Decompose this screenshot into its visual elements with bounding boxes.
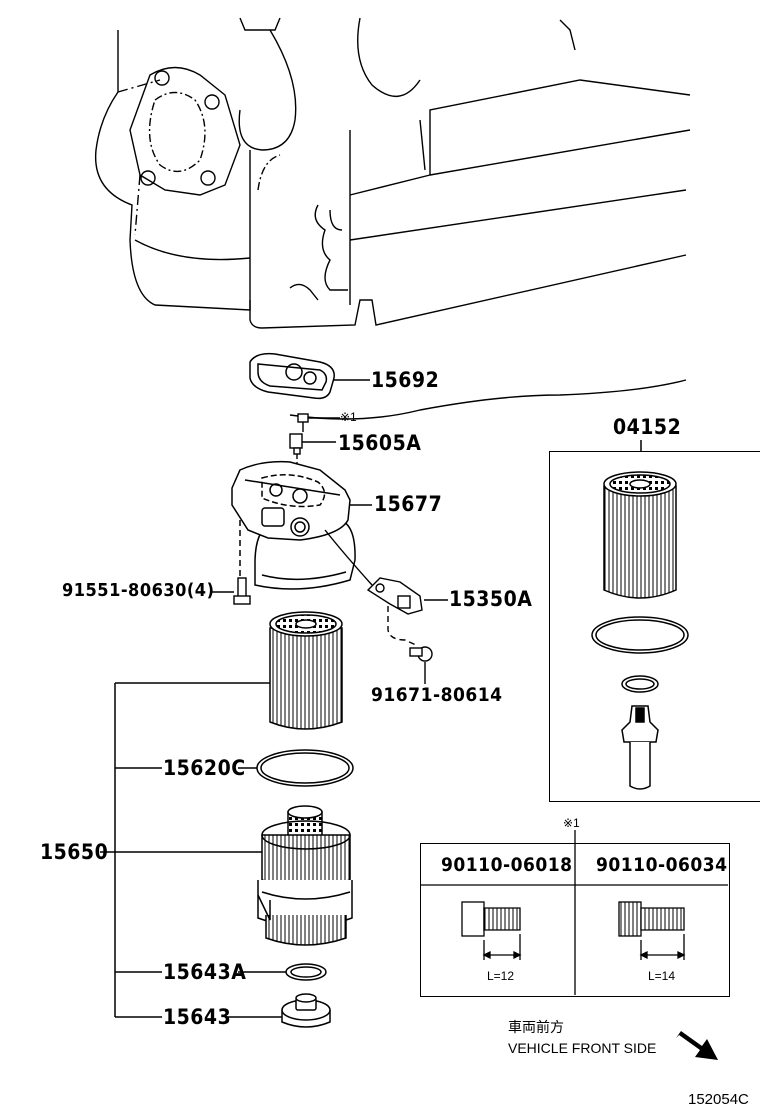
oring-15620C [238,749,354,787]
bolt-note-1 [297,413,340,432]
part-label-15643A[interactable]: 15643A [163,960,247,984]
table-bolt-90110-06018[interactable]: 90110-06018 [441,854,573,876]
gasket-15643A [238,963,327,981]
gasket-15692 [249,352,370,400]
note-mark-1: ※1 [340,410,357,424]
part-label-15620C[interactable]: 15620C [163,756,246,780]
vehicle-front-en: VEHICLE FRONT SIDE [508,1040,657,1056]
table-length-l14: L=14 [648,969,676,983]
bolt-table-artwork [420,830,728,995]
kit-04152-artwork [591,440,689,790]
sensor-15350A [324,529,448,646]
figure-id: 152054C [688,1091,749,1108]
part-label-15350A[interactable]: 15350A [449,587,533,611]
part-label-91671-80614[interactable]: 91671-80614 [371,684,503,706]
vehicle-front-jp: 車両前方 [508,1019,564,1035]
fitting-15605A [289,433,336,468]
assembly-bracket-15650 [100,682,270,1018]
part-label-15643[interactable]: 15643 [163,1005,232,1029]
engine-block [94,17,691,420]
bolt-table-frame [420,843,730,997]
bolt-91671 [409,646,433,684]
filter-element-main [269,611,343,730]
part-label-15692[interactable]: 15692 [371,368,440,392]
filter-bracket-15677 [231,460,372,590]
table-bolt-90110-06034[interactable]: 90110-06034 [596,854,728,876]
note-mark-2: ※1 [563,816,580,830]
table-length-l12: L=12 [487,969,515,983]
vehicle-front-arrow [676,1031,718,1060]
kit-04152-frame [549,451,760,802]
part-label-04152[interactable]: 04152 [613,415,682,439]
plug-15643 [228,993,331,1028]
part-label-15650[interactable]: 15650 [40,840,109,864]
part-label-15605A[interactable]: 15605A [338,431,422,455]
part-label-15677[interactable]: 15677 [374,492,443,516]
bolt-91551 [212,577,251,605]
part-label-91551-80630[interactable]: 91551-80630(4) [62,580,215,601]
filter-cap [257,805,353,946]
